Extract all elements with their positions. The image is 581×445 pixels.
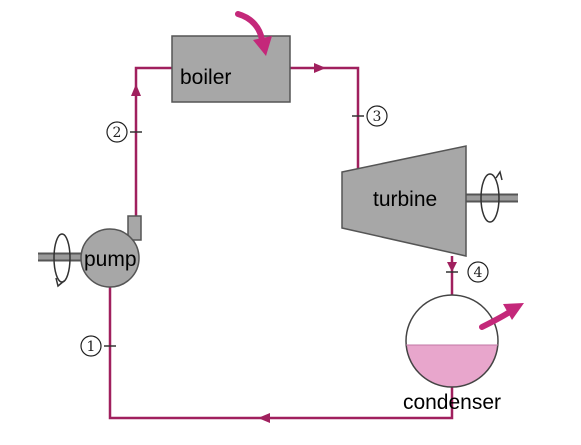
state-3-marker: 3 bbox=[366, 105, 388, 127]
flow-arrow-right bbox=[314, 63, 326, 73]
pump-rotation-icon bbox=[53, 233, 71, 288]
pump: pump bbox=[38, 215, 142, 288]
turbine: turbine bbox=[341, 145, 518, 257]
pipe-condenser-to-pump bbox=[108, 286, 454, 420]
state-1-label: 1 bbox=[87, 339, 96, 355]
state-2-label: 2 bbox=[113, 125, 122, 141]
state-2-marker: 2 bbox=[106, 121, 128, 143]
state-ticks bbox=[104, 115, 458, 347]
pipes bbox=[108, 66, 454, 420]
heat-in-arrow-icon bbox=[235, 11, 272, 56]
flow-arrow-left bbox=[258, 413, 270, 423]
state-labels: 2 3 4 1 bbox=[80, 105, 489, 357]
boiler-label: boiler bbox=[180, 66, 231, 89]
pump-label: pump bbox=[84, 248, 137, 271]
turbine-body bbox=[341, 145, 467, 257]
flow-arrows bbox=[131, 63, 457, 423]
turbine-rotation-icon bbox=[480, 170, 503, 223]
boiler-body bbox=[171, 35, 291, 103]
flow-arrow-down bbox=[447, 262, 457, 272]
pipe-pump-to-boiler bbox=[134, 66, 172, 218]
pump-outlet bbox=[127, 215, 142, 241]
turbine-label: turbine bbox=[373, 188, 437, 211]
pipe-boiler-to-turbine bbox=[290, 66, 360, 172]
heat-out-arrow-icon bbox=[479, 303, 524, 330]
boiler: boiler bbox=[171, 35, 291, 103]
condenser-label: condenser bbox=[403, 391, 501, 414]
state-4-label: 4 bbox=[474, 265, 483, 281]
pump-body bbox=[80, 228, 140, 288]
state-1-marker: 1 bbox=[80, 335, 102, 357]
state-3-label: 3 bbox=[373, 109, 382, 125]
state-4-marker: 4 bbox=[467, 261, 489, 283]
condenser: condenser bbox=[403, 294, 501, 414]
flow-arrow-up bbox=[131, 84, 141, 96]
